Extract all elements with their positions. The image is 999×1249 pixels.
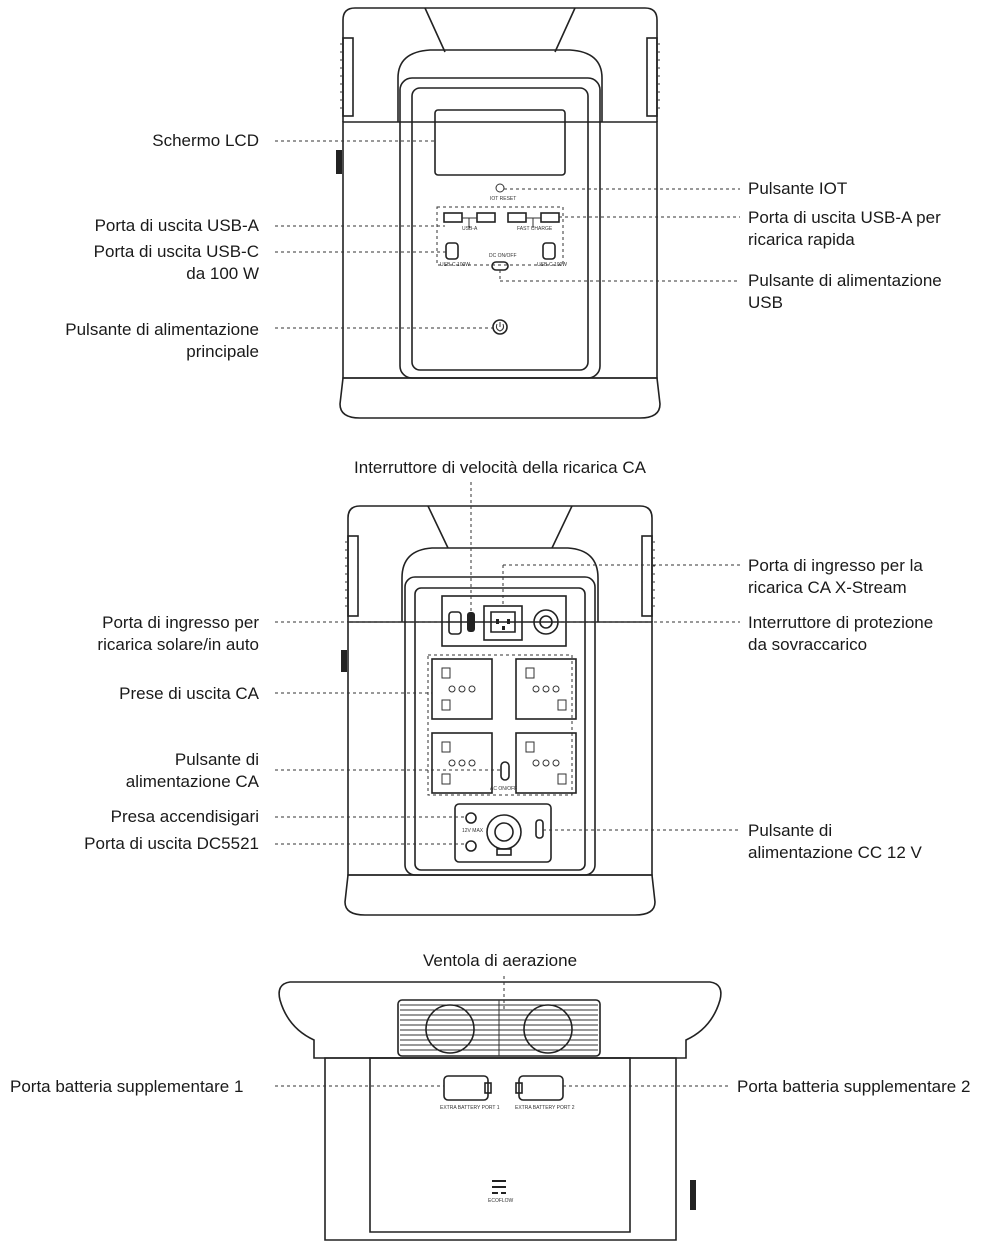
label-usb-c-output: Porta di uscita USB-C da 100 W (93, 242, 259, 283)
svg-text:ECOFLOW: ECOFLOW (488, 1198, 514, 1204)
back-leader-lines (275, 482, 740, 845)
label-solar-car-input: Porta di ingresso per ricarica solare/in… (97, 613, 259, 654)
front-leader-lines (275, 140, 740, 329)
side-unit-drawing: EXTRA BATTERY PORT 1 EXTRA BATTERY PORT … (278, 981, 722, 1241)
label-ac-charging-speed-switch: Interruttore di velocità della ricarica … (354, 458, 646, 477)
svg-text:DC ON/OFF: DC ON/OFF (489, 253, 517, 259)
label-dc12v-power-button: Pulsante di alimentazione CC 12 V (748, 821, 922, 862)
back-unit-drawing: AC ON/OFF 12V MAX (341, 505, 656, 916)
label-ac-output-sockets: Prese di uscita CA (119, 684, 259, 703)
svg-text:FAST CHARGE: FAST CHARGE (517, 226, 553, 232)
label-ac-power-button: Pulsante di alimentazione CA (125, 750, 259, 791)
label-overload-protector: Interruttore di protezione da sovraccari… (748, 613, 934, 654)
svg-text:USB-C 100W: USB-C 100W (440, 262, 470, 268)
label-dc5521-output: Porta di uscita DC5521 (84, 834, 259, 853)
svg-text:EXTRA BATTERY PORT 2: EXTRA BATTERY PORT 2 (515, 1105, 575, 1111)
svg-text:USB-C 100W: USB-C 100W (537, 262, 567, 268)
svg-text:AC ON/OFF: AC ON/OFF (490, 786, 517, 792)
label-ventilation-fan: Ventola di aerazione (422, 951, 578, 970)
svg-text:IOT RESET: IOT RESET (490, 196, 516, 202)
label-xstream-input: Porta di ingresso per la ricarica CA X-S… (748, 556, 923, 597)
side-leader-lines (275, 976, 728, 1087)
label-lcd-screen: Schermo LCD (152, 131, 259, 150)
ac-outlets (431, 658, 577, 794)
label-iot-button: Pulsante IOT (748, 179, 848, 198)
svg-text:12V MAX: 12V MAX (462, 828, 484, 834)
label-usb-power-button: Pulsante di alimentazione USB (748, 271, 942, 312)
label-usb-a-fast-charge: Porta di uscita USB-A per ricarica rapid… (748, 208, 941, 249)
front-unit-drawing: IOT RESET USB-A FAST CHARGE USB-C 100W U… (336, 7, 661, 419)
label-extra-battery-port-1: Porta batteria supplementare 1 (10, 1077, 244, 1096)
label-car-socket: Presa accendisigari (110, 807, 259, 826)
label-usb-a-output: Porta di uscita USB-A (94, 216, 259, 235)
svg-text:USB-A: USB-A (462, 226, 478, 232)
label-main-power-button: Pulsante di alimentazione principale (65, 320, 259, 361)
svg-text:EXTRA BATTERY PORT 1: EXTRA BATTERY PORT 1 (440, 1105, 500, 1111)
label-extra-battery-port-2: Porta batteria supplementare 2 (737, 1077, 971, 1096)
